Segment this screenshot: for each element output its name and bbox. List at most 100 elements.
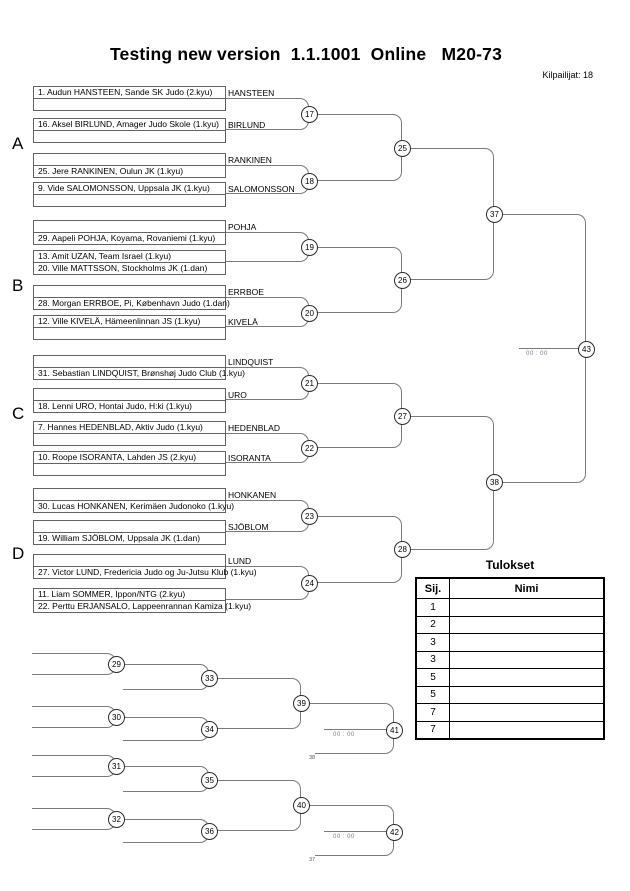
bracket-line: [116, 766, 209, 780]
match-circle-17[interactable]: 17: [301, 106, 318, 123]
match-circle-24[interactable]: 24: [301, 575, 318, 592]
bracket-line: [123, 678, 209, 690]
match-circle-23[interactable]: 23: [301, 508, 318, 525]
match-circle-32[interactable]: 32: [108, 811, 125, 828]
advancing-player-label: SJÖBLOM: [228, 522, 269, 532]
results-row: 3: [415, 633, 605, 652]
player-slot[interactable]: 25. Jere RANKINEN, Oulun JK (1.kyu): [33, 165, 226, 178]
section-label-c: C: [12, 404, 25, 423]
bracket-line: [402, 416, 494, 483]
place-cell: 1: [415, 598, 450, 617]
results-row: 1: [415, 598, 605, 617]
match-circle-21[interactable]: 21: [301, 375, 318, 392]
loser-feed-line: [315, 832, 394, 856]
name-cell: [449, 720, 605, 740]
bracket-line: [309, 416, 402, 448]
player-slot[interactable]: 28. Morgan ERRBOE, Pi, København Judo (1…: [33, 297, 230, 310]
name-cell: [449, 703, 605, 722]
bracket-line: [226, 165, 309, 181]
match-circle-40[interactable]: 40: [293, 797, 310, 814]
match-circle-25[interactable]: 25: [394, 140, 411, 157]
match-circle-35[interactable]: 35: [201, 772, 218, 789]
empty-slot: [33, 433, 226, 446]
match-circle-29[interactable]: 29: [108, 656, 125, 673]
bracket-line: [226, 516, 309, 532]
bracket-line: [32, 717, 116, 728]
empty-slot: [33, 98, 226, 111]
match-circle-41[interactable]: 41: [386, 722, 403, 739]
results-header-row: Sij. Nimi: [415, 577, 605, 599]
place-cell: 3: [415, 633, 450, 652]
advancing-player-label: HONKANEN: [228, 490, 277, 500]
match-circle-37[interactable]: 37: [486, 206, 503, 223]
advancing-player-label: BIRLUND: [228, 120, 266, 130]
bracket-line: [226, 566, 309, 583]
match-circle-22[interactable]: 22: [301, 440, 318, 457]
bracket-line: [226, 98, 309, 114]
results-row: 7: [415, 703, 605, 722]
bracket-line: [209, 703, 301, 729]
match-circle-18[interactable]: 18: [301, 173, 318, 190]
results-col-name: Nimi: [449, 577, 605, 599]
bracket-line: [209, 805, 301, 831]
advancing-player-label: RANKINEN: [228, 155, 272, 165]
bracket-line: [32, 808, 116, 819]
results-table: Sij. Nimi 1 2 3 3 5 5 7: [415, 577, 605, 740]
player-slot[interactable]: 22. Perttu ERJANSALO, Lappeenrannan Kami…: [33, 600, 251, 613]
place-cell: 3: [415, 650, 450, 669]
match-circle-33[interactable]: 33: [201, 670, 218, 687]
bracket-line: [123, 780, 209, 792]
bracket-line: [32, 706, 116, 717]
match-circle-43[interactable]: 43: [578, 341, 595, 358]
bracket-line: [32, 819, 116, 830]
empty-slot: [33, 130, 226, 143]
match-circle-19[interactable]: 19: [301, 239, 318, 256]
player-slot[interactable]: 20. Ville MATTSSON, Stockholms JK (1.dan…: [33, 262, 226, 275]
match-circle-42[interactable]: 42: [386, 824, 403, 841]
bracket-line: [123, 831, 209, 843]
match-circle-20[interactable]: 20: [301, 305, 318, 322]
name-cell: [449, 668, 605, 687]
match-circle-30[interactable]: 30: [108, 709, 125, 726]
player-slot[interactable]: 31. Sebastian LINDQUIST, Brønshøj Judo C…: [33, 367, 245, 380]
bracket-line: [309, 247, 402, 280]
bracket-line: [309, 550, 402, 583]
advancing-player-label: SALOMONSSON: [228, 184, 295, 194]
advancing-player-label: LINDQUIST: [228, 357, 274, 367]
bracket-line: [226, 114, 309, 130]
match-circle-26[interactable]: 26: [394, 272, 411, 289]
bronze-score: 00 : 00: [333, 834, 355, 840]
place-cell: 7: [415, 703, 450, 722]
player-slot[interactable]: 30. Lucas HONKANEN, Kerimäen Judonoko (1…: [33, 500, 234, 513]
match-circle-28[interactable]: 28: [394, 541, 411, 558]
bracket-line: [116, 717, 209, 729]
match-circle-38[interactable]: 38: [486, 474, 503, 491]
match-circle-36[interactable]: 36: [201, 823, 218, 840]
section-label-d: D: [12, 544, 25, 563]
match-circle-31[interactable]: 31: [108, 758, 125, 775]
name-cell: [449, 650, 605, 669]
loser-feed-line: [315, 730, 394, 754]
match-circle-39[interactable]: 39: [293, 695, 310, 712]
match-circle-34[interactable]: 34: [201, 721, 218, 738]
bracket-line: [226, 297, 309, 313]
player-slot[interactable]: 27. Victor LUND, Fredericia Judo og Ju-J…: [33, 566, 257, 579]
bracket-line: [116, 664, 209, 678]
bracket-line: [309, 114, 402, 148]
player-slot[interactable]: 19. William SJÖBLOM, Uppsala JK (1.dan): [33, 532, 226, 545]
advancing-player-label: ERRBOE: [228, 287, 264, 297]
advancing-player-label: KIVELÄ: [228, 317, 258, 327]
bracket-line: [226, 367, 309, 383]
advancing-player-label: HEDENBLAD: [228, 423, 280, 433]
bracket-line: [301, 703, 394, 730]
match-circle-27[interactable]: 27: [394, 408, 411, 425]
place-cell: 7: [415, 720, 450, 740]
bracket-line: [309, 148, 402, 181]
bracket-line: [226, 500, 309, 516]
page-title: Testing new version 1.1.1001 Online M20-…: [109, 44, 503, 64]
loser-feed-label: 37: [309, 857, 316, 863]
loser-feed-label: 38: [309, 755, 316, 761]
player-slot[interactable]: 18. Lenni URO, Hontai Judo, H:ki (1.kyu): [33, 400, 226, 413]
player-slot[interactable]: 29. Aapeli POHJA, Koyama, Rovaniemi (1.k…: [33, 232, 226, 245]
